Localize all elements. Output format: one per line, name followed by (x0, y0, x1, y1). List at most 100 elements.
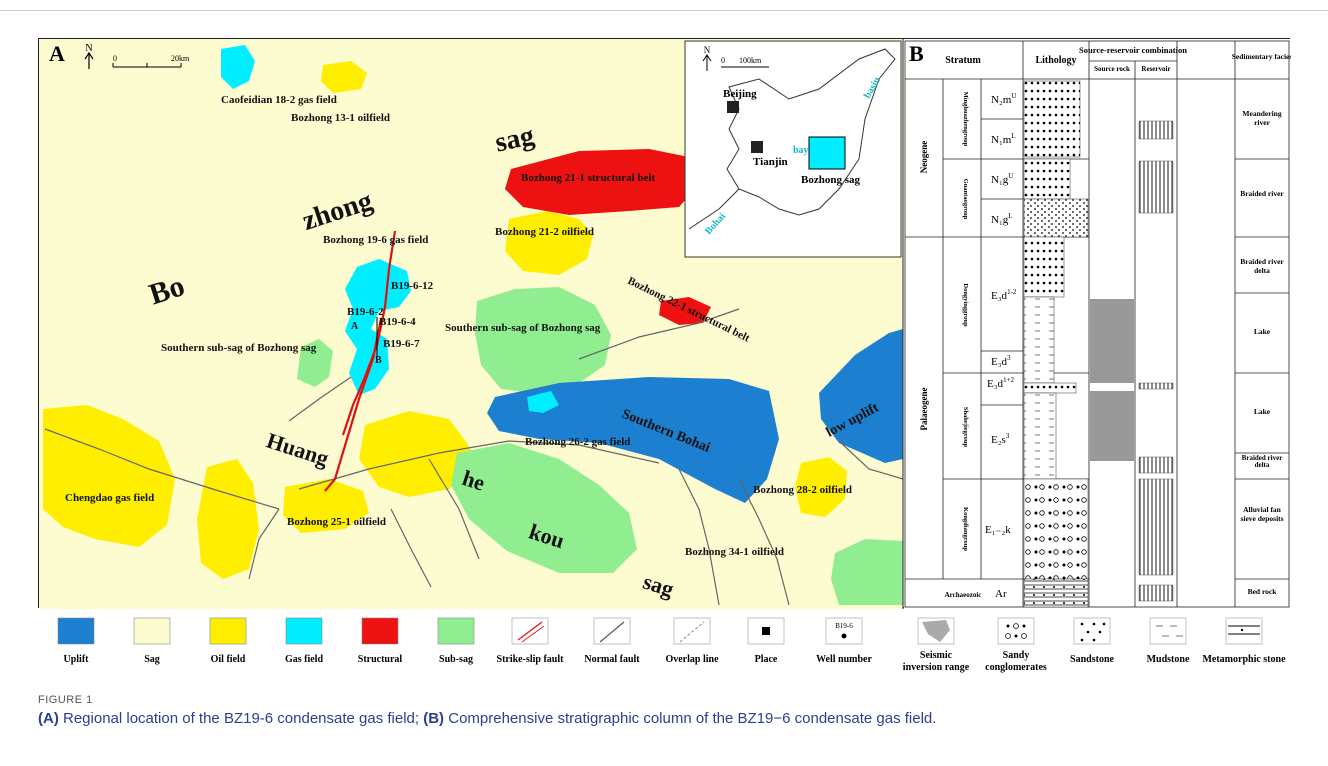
facies-braided-delta-2: Braided river delta (1241, 455, 1283, 469)
legend-item-oil-field: Oil field (209, 617, 247, 665)
legend-item-sub-sag: Sub-sag (437, 617, 475, 665)
legend-item-mudstone: Mudstone (1147, 617, 1190, 665)
legend-label: Metamorphic stone (1202, 654, 1286, 665)
southern-sub-sag-left (297, 339, 333, 387)
legend-item-metamorphic-stone: Metamorphic stone (1202, 617, 1286, 665)
formation-n1g-u: N₁gU (991, 172, 1013, 186)
label-bz282: Bozhong 28-2 oilfield (753, 484, 852, 496)
legend-swatch (673, 617, 711, 645)
inset-beijing: Beijing (723, 88, 757, 100)
legend-label: Uplift (64, 654, 90, 665)
scale-bar: 0 20km (112, 54, 190, 68)
legend-swatch (437, 617, 475, 645)
bz262-gas-overlay (527, 391, 559, 413)
label-southern-sub-right: Southern sub-sag of Bozhong sag (445, 322, 601, 334)
formation-n1g-l: N₁gL (991, 212, 1013, 226)
formation-e3d3: E₃d3 (991, 354, 1011, 368)
legend-swatch (917, 617, 955, 645)
legend-item-place: Place (747, 617, 785, 665)
formation-e3d12: E₃d1-2 (991, 288, 1017, 302)
legend-label: Normal fault (584, 654, 640, 665)
legend-item-strike-slip-fault: Strike-slip fault (497, 617, 564, 665)
group-dongying: Dongyinggroup (962, 283, 969, 327)
formation-n1m: N₁mL (991, 132, 1016, 146)
header-source: Source rock (1094, 65, 1130, 73)
panel-b-label: B (909, 41, 924, 66)
location-inset: N 0 100km Beijing Tianjin bay Bozhong sa… (684, 40, 902, 258)
scale-end: 20km (171, 54, 190, 63)
formation-e12k: E₁₋₂k (985, 524, 1011, 536)
era-archaeozoic: Archaeozoic (945, 591, 982, 599)
label-section-b: B (375, 355, 382, 366)
legend-item-sandstone: Sandstone (1070, 617, 1115, 665)
inset-scale-end: 100km (739, 56, 762, 65)
figure-caption: FIGURE 1 (A) Regional location of the BZ… (38, 694, 1290, 727)
se-sub-sag (831, 539, 903, 605)
label-bz251: Bozhong 25-1 oilfield (287, 516, 386, 528)
place-tianjin-marker (751, 141, 763, 153)
legend-item-normal-fault: Normal fault (584, 617, 640, 665)
legend-label: Sandy (1003, 650, 1030, 661)
legend-label: conglomerates (985, 662, 1047, 673)
legend-label: Seismic (920, 650, 953, 661)
legend-item-gas-field: Gas field (285, 617, 323, 665)
source-rock-upper (1090, 299, 1134, 383)
legend-swatch (209, 617, 247, 645)
legend-label: Overlap line (665, 654, 719, 665)
legend-item-structural: Structural (358, 617, 403, 665)
legend-swatch (1225, 617, 1263, 645)
bz251-oilfield (283, 479, 369, 533)
inset-bay: bay (793, 145, 809, 156)
facies-alluvial: Alluvial fan sieve deposits (1240, 505, 1284, 523)
formation-e3d1p2: E₃d1+2 (987, 376, 1015, 390)
group-shahejie: Shahejiegroup (962, 407, 969, 448)
facies-braided-delta-1: Braided river delta (1240, 257, 1284, 275)
facies-lake-2: Lake (1253, 407, 1271, 416)
legend-label: inversion range (903, 662, 970, 673)
inset-bozhong-sag: Bozhong sag (801, 174, 860, 186)
legend-label: Structural (358, 654, 403, 665)
southern-sub-sag-right (475, 287, 611, 393)
legend-item-uplift: Uplift (57, 617, 95, 665)
group-kongdian: Kongdiangroup (962, 507, 969, 551)
north-letter: N (85, 43, 92, 54)
panel-b-column: B (904, 39, 1292, 609)
figure-svg: A N 0 20km Caofeidian 18-2 gas field Boz… (39, 39, 1292, 609)
header-lithology: Lithology (1035, 55, 1076, 66)
legend-swatch (511, 617, 549, 645)
header-facies: Sedimentary facies (1232, 52, 1291, 61)
bz-central-oilfield (359, 411, 479, 497)
era-palaeogene: Palaeogene (919, 388, 929, 431)
figure-frame: A N 0 20km Caofeidian 18-2 gas field Boz… (38, 38, 1292, 609)
inset-bozhong-box (808, 136, 846, 170)
caption-b-text: Comprehensive stratigraphic column of th… (444, 710, 937, 727)
legend-swatch: B19-6 (825, 617, 863, 645)
bz131-oilfield (321, 61, 367, 93)
caption-a-tag: (A) (38, 710, 59, 727)
label-b19612: B19-6-12 (391, 280, 434, 292)
legend-item-overlap-line: Overlap line (665, 617, 719, 665)
huanghekou-sub-sag (451, 443, 637, 573)
label-southern-sub-left: Southern sub-sag of Bozhong sag (161, 342, 317, 354)
label-bz196: Bozhong 19-6 gas field (323, 234, 428, 246)
panel-a-label: A (49, 41, 65, 66)
bz196-gas-field (345, 259, 411, 395)
bz221-structural-belt (659, 297, 711, 325)
caption-label: FIGURE 1 (38, 694, 93, 706)
legend-swatch (997, 617, 1035, 645)
legend-label: Oil field (211, 654, 246, 665)
facies-lake-1: Lake (1253, 327, 1271, 336)
legend-swatch (285, 617, 323, 645)
label-chengdao: Chengdao gas field (65, 492, 154, 504)
caption-b-tag: (B) (423, 710, 445, 727)
southern-bohai-low-uplift (487, 377, 779, 503)
legend-label: Mudstone (1147, 654, 1190, 665)
bz212-oilfield (505, 211, 593, 275)
formation-ar: Ar (995, 588, 1007, 600)
header-reservoir: Reservoir (1141, 65, 1170, 73)
group-minghuazhen: Minghuazhengroup (962, 92, 969, 147)
legend-label: Place (755, 654, 778, 665)
